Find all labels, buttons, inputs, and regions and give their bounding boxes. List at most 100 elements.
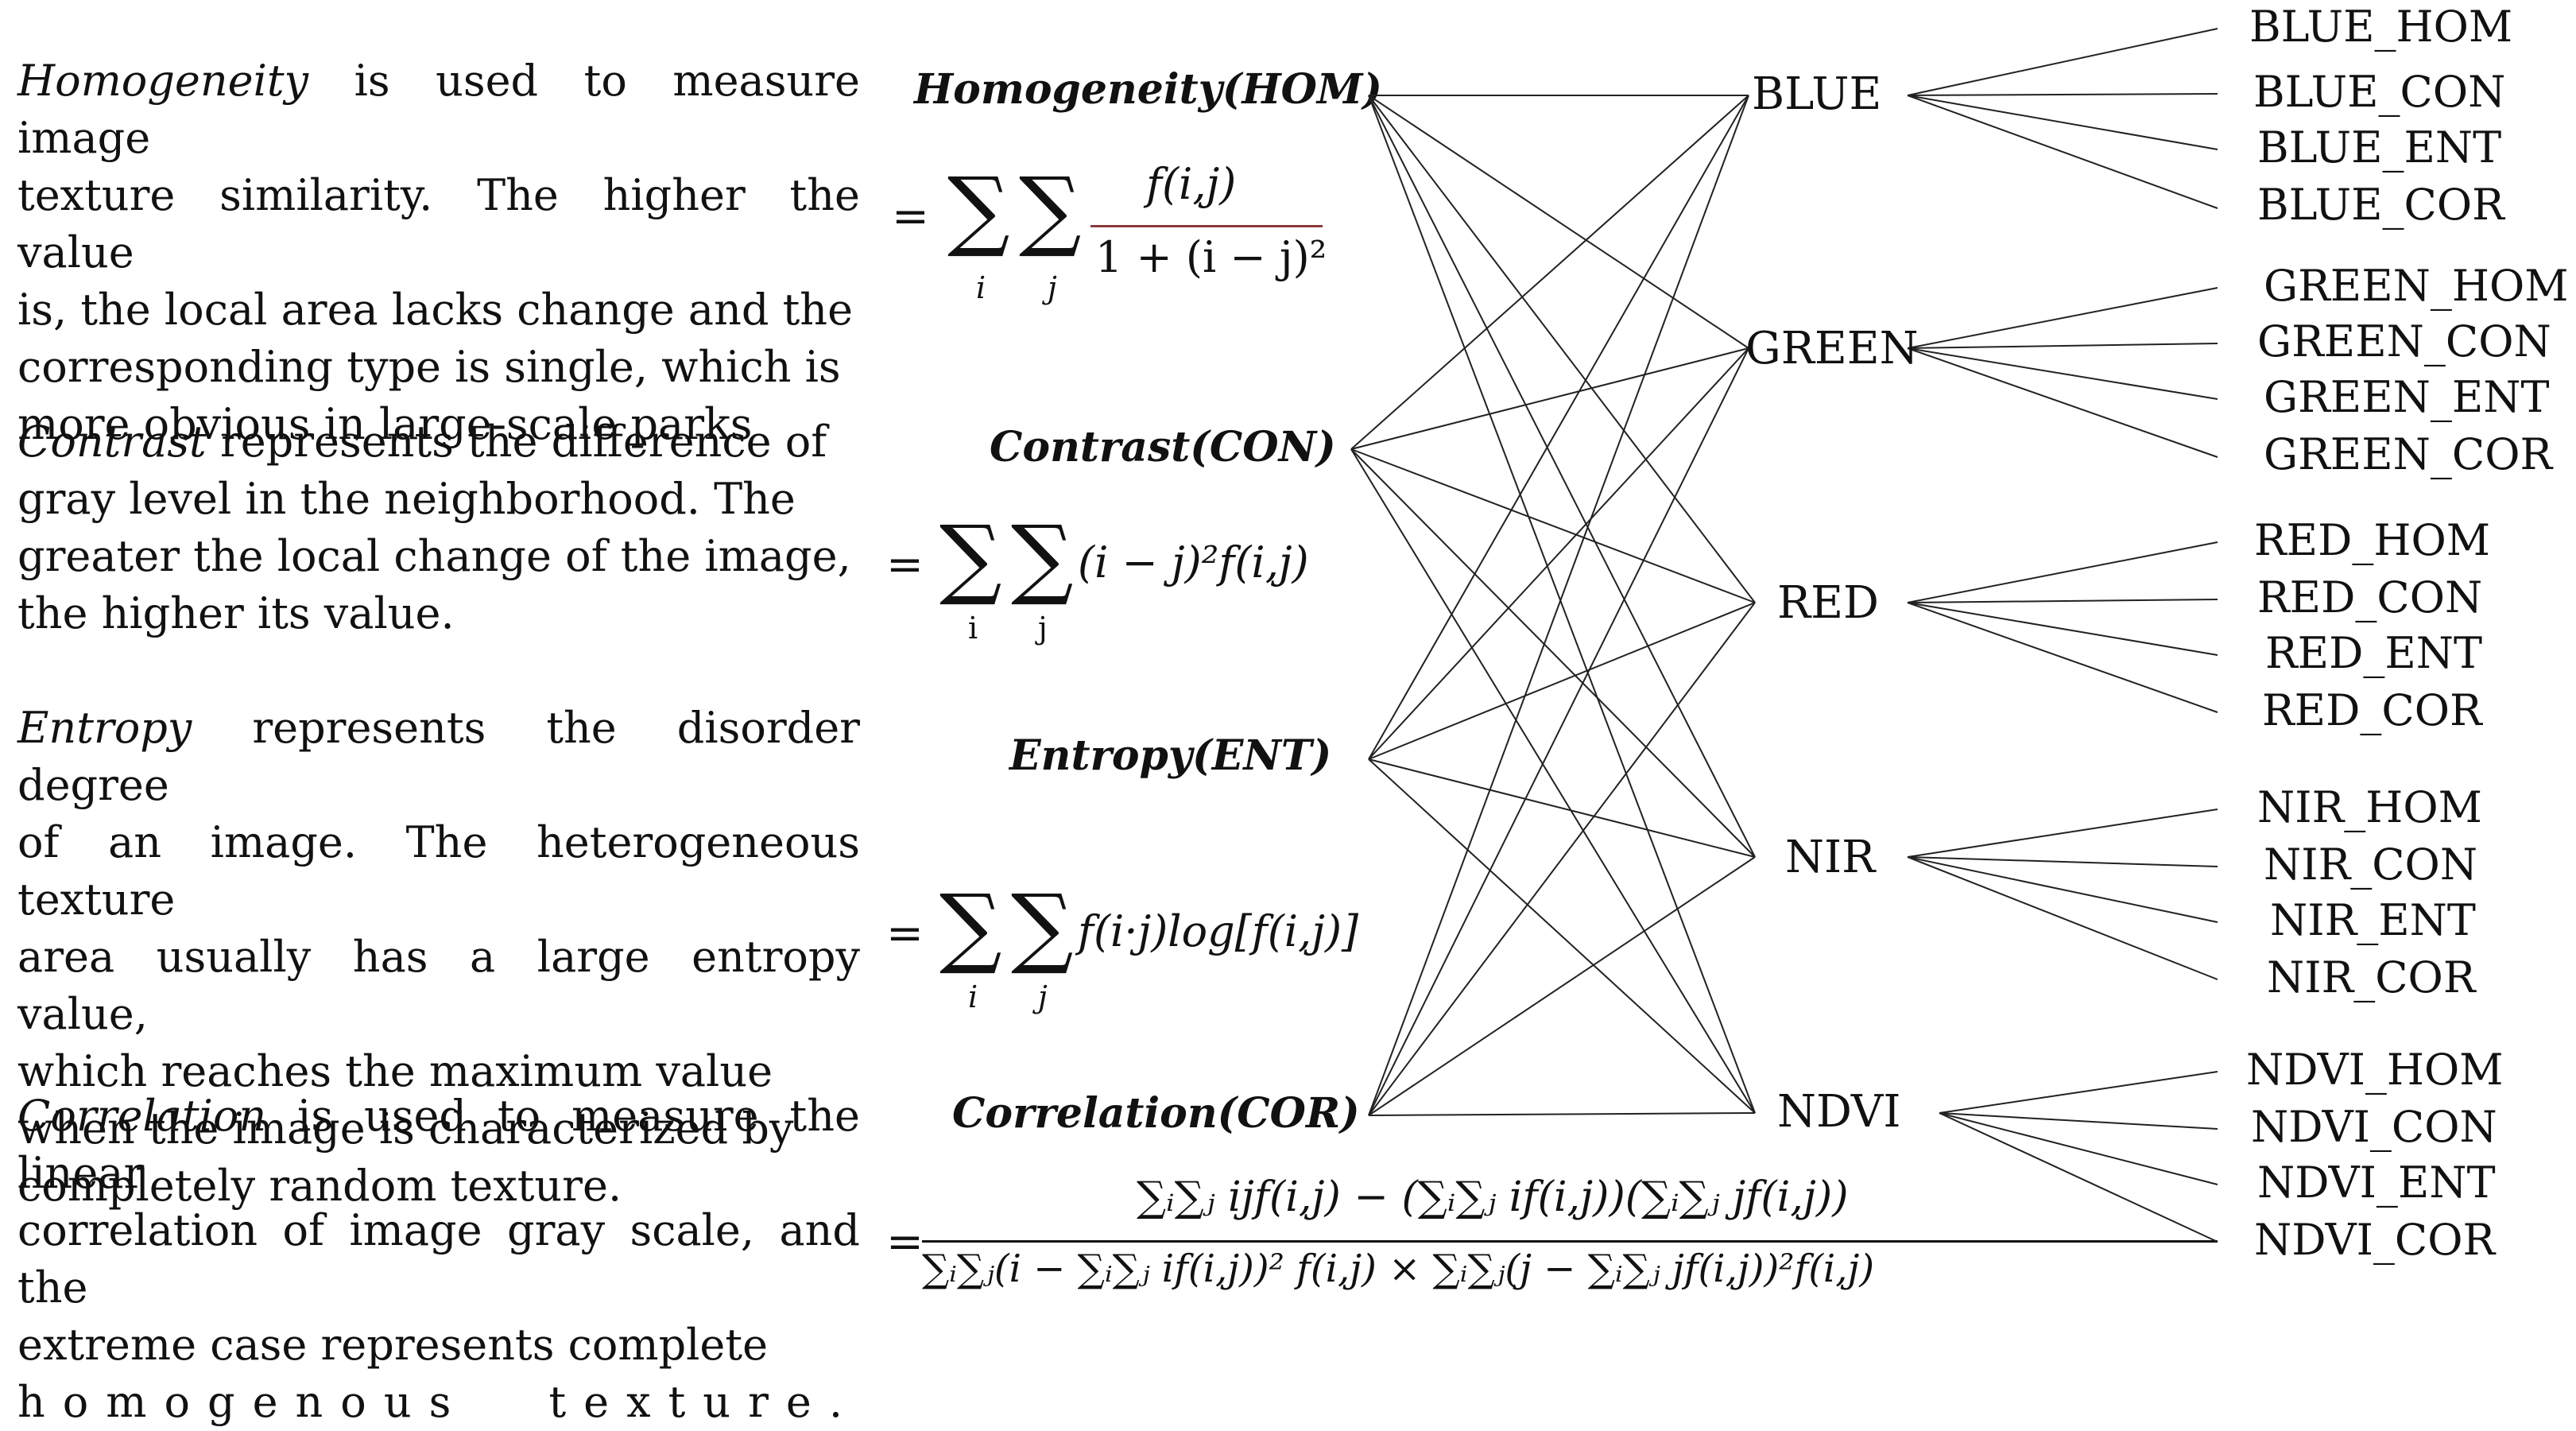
ent-sub-j: j — [1038, 979, 1048, 1014]
leaf-red-cor: RED_COR — [2262, 685, 2482, 735]
leaf-ndvi-con: NDVI_CON — [2251, 1102, 2497, 1152]
link-cor-blue — [1368, 95, 1749, 1116]
link-blue-hom — [1907, 28, 2218, 96]
contrast-title: Contrast(CON) — [990, 423, 1336, 471]
entropy-description: Entropy represents the disorder degree o… — [17, 700, 860, 1215]
hom-desc-line-3: is, the local area lacks change and the — [17, 285, 854, 335]
link-blue-con — [1907, 93, 2218, 96]
link-red-hom — [1907, 541, 2218, 603]
hom-desc-line-2: texture similarity. The higher the value — [17, 170, 860, 277]
ent-desc-line-2: of an image. The heterogeneous texture — [17, 817, 860, 925]
link-con-red — [1350, 448, 1756, 603]
leaf-nir-con: NIR_CON — [2264, 840, 2478, 890]
con-desc-line-3: greater the local change of the image, — [17, 531, 851, 581]
link-cor-green — [1368, 347, 1749, 1116]
hom-desc-line-5: more obvious in large-scale parks — [17, 399, 753, 449]
con-sum-j: ∑ — [1011, 506, 1074, 608]
homogeneity-term: Homogeneity — [17, 56, 309, 106]
leaf-blue-con: BLUE_CON — [2253, 67, 2506, 117]
hom-desc-line-1: is used to measure image — [17, 56, 860, 163]
link-ndvi-con — [1939, 1112, 2218, 1130]
link-hom-ndvi — [1368, 95, 1756, 1114]
homogeneity-title: Homogeneity(HOM) — [914, 65, 1383, 114]
con-desc-line-1: represents the difference of — [206, 417, 827, 467]
hom-sub-j: j — [1048, 270, 1057, 305]
hom-denominator: 1 + (i − j)² — [1095, 232, 1327, 282]
cor-fraction-bar — [922, 1240, 2218, 1243]
con-desc-line-2: gray level in the neighborhood. The — [17, 474, 796, 524]
cor-equals: = — [886, 1216, 924, 1268]
correlation-term: Correlation — [17, 1091, 267, 1141]
link-ndvi-ent — [1939, 1112, 2218, 1185]
con-sub-j: j — [1038, 611, 1048, 646]
ent-sum-j: ∑ — [1011, 875, 1074, 977]
ent-desc-line-3: area usually has a large entropy value, — [17, 932, 860, 1039]
leaf-blue-ent: BLUE_ENT — [2257, 122, 2502, 173]
hom-sum-i: ∑ — [947, 158, 1010, 260]
leaf-blue-cor: BLUE_COR — [2257, 180, 2504, 230]
leaf-green-hom: GREEN_HOM — [2264, 261, 2569, 311]
con-desc-line-4: the higher its value. — [17, 588, 455, 638]
link-red-con — [1907, 599, 2218, 603]
hom-numerator: f(i,j) — [1146, 159, 1237, 209]
leaf-nir-ent: NIR_ENT — [2270, 895, 2476, 945]
band-green: GREEN — [1745, 323, 1919, 374]
hom-fraction-bar — [1090, 225, 1323, 227]
entropy-title: Entropy(ENT) — [1009, 731, 1332, 780]
link-nir-ent — [1907, 856, 2218, 923]
hom-sub-i: i — [976, 270, 986, 305]
leaf-ndvi-hom: NDVI_HOM — [2246, 1045, 2504, 1095]
link-con-blue — [1350, 95, 1749, 450]
band-ndvi: NDVI — [1777, 1086, 1901, 1138]
link-ent-red — [1368, 602, 1756, 760]
cor-denominator: ∑ᵢ∑ⱼ(i − ∑ᵢ∑ⱼ if(i,j))² f(i,j) × ∑ᵢ∑ⱼ(j … — [922, 1247, 1875, 1291]
ent-desc-line-4: which reaches the maximum value — [17, 1046, 773, 1096]
leaf-green-ent: GREEN_ENT — [2264, 372, 2550, 422]
cor-desc-line-4: homogenous texture. — [17, 1377, 860, 1427]
entropy-term: Entropy — [17, 703, 192, 753]
texture-feature-diagram: Homogeneity is used to measure image tex… — [17, 2, 2569, 1427]
hom-equals: = — [892, 191, 929, 242]
contrast-description: Contrast represents the difference of gr… — [17, 413, 860, 642]
link-cor-nir — [1368, 856, 1756, 1116]
ent-equals: = — [886, 908, 924, 960]
ent-sum-i: ∑ — [939, 875, 1002, 977]
ent-desc-line-6: completely random texture. — [17, 1161, 622, 1211]
link-hom-nir — [1368, 95, 1756, 858]
link-con-ndvi — [1350, 448, 1756, 1114]
cor-numerator: ∑ᵢ∑ⱼ ijf(i,j) − (∑ᵢ∑ⱼ if(i,j))(∑ᵢ∑ⱼ jf(i… — [1137, 1173, 1849, 1221]
link-ndvi-cor — [1939, 1112, 2218, 1243]
leaf-green-cor: GREEN_COR — [2264, 429, 2553, 479]
hom-desc-line-4: corresponding type is single, which is — [17, 342, 841, 392]
link-nir-cor — [1907, 856, 2218, 980]
ent-desc-line-1: represents the disorder degree — [17, 703, 860, 810]
leaf-nir-hom: NIR_HOM — [2257, 782, 2482, 832]
con-sum-i: ∑ — [939, 506, 1002, 608]
link-con-nir — [1350, 448, 1756, 858]
connection-lines — [1350, 28, 2218, 1243]
leaf-blue-hom: BLUE_HOM — [2249, 2, 2513, 52]
link-green-ent — [1907, 347, 2218, 400]
link-green-cor — [1907, 347, 2218, 458]
band-red: RED — [1777, 577, 1879, 629]
con-equals: = — [886, 539, 924, 591]
link-ndvi-hom — [1939, 1071, 2218, 1114]
link-ent-green — [1368, 347, 1749, 760]
link-ent-nir — [1368, 758, 1756, 858]
leaf-ndvi-ent: NDVI_ENT — [2257, 1158, 2496, 1208]
correlation-title: Correlation(COR) — [952, 1089, 1360, 1138]
link-green-hom — [1907, 287, 2218, 349]
link-nir-con — [1907, 856, 2218, 867]
link-ent-blue — [1368, 95, 1749, 760]
link-blue-cor — [1907, 95, 2218, 209]
leaf-red-ent: RED_ENT — [2265, 628, 2483, 678]
ent-sub-i: i — [968, 979, 978, 1014]
band-blue: BLUE — [1752, 68, 1882, 120]
link-con-green — [1350, 347, 1749, 450]
homogeneity-description: Homogeneity is used to measure image tex… — [17, 52, 860, 453]
cor-desc-line-1: is used to measure the linear — [17, 1091, 860, 1198]
leaf-red-hom: RED_HOM — [2254, 515, 2491, 565]
leaf-nir-cor: NIR_COR — [2267, 952, 2476, 1002]
link-cor-red — [1368, 602, 1756, 1116]
leaf-red-con: RED_CON — [2257, 572, 2483, 622]
